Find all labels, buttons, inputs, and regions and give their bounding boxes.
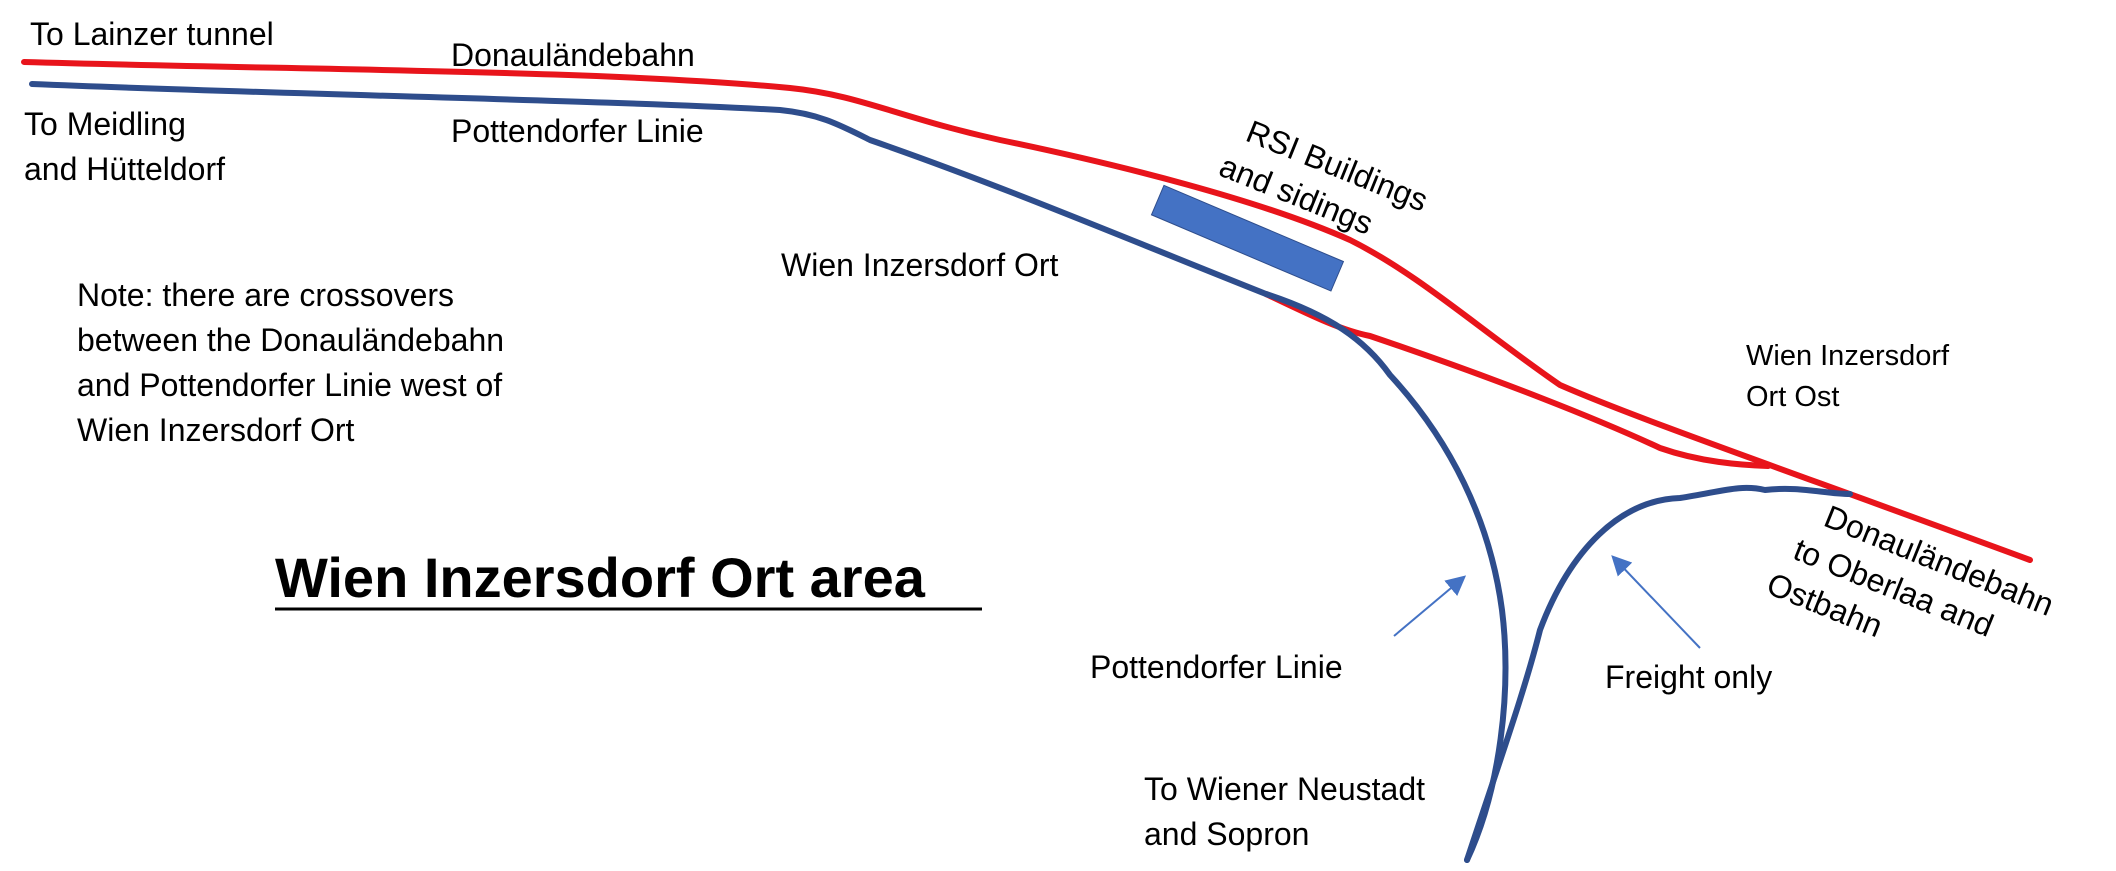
label-pottendorfer-bottom: Pottendorfer Linie bbox=[1090, 649, 1343, 685]
label-wien-inzersdorf-ort: Wien Inzersdorf Ort bbox=[781, 247, 1059, 283]
donaulaendebahn-line bbox=[21, 59, 2033, 563]
label-ort-ost-2: Ort Ost bbox=[1746, 381, 1839, 413]
label-to-lainzer: To Lainzer tunnel bbox=[30, 16, 274, 52]
donaulaendebahn-connector bbox=[1263, 291, 1771, 469]
page-title: Wien Inzersdorf Ort area bbox=[275, 546, 926, 609]
label-and-huetteldorf: and Hütteldorf bbox=[24, 151, 225, 187]
label-donaulaendebahn-top: Donauländebahn bbox=[451, 37, 695, 73]
label-pottendorfer-top: Pottendorfer Linie bbox=[451, 113, 704, 149]
label-ort-ost-1: Wien Inzersdorf bbox=[1746, 340, 1950, 372]
note-line-2: between the Donauländebahn bbox=[77, 322, 504, 358]
label-to-wiener-neustadt: To Wiener Neustadt bbox=[1144, 771, 1425, 807]
pottendorfer-south-branch bbox=[1263, 291, 1509, 863]
label-freight-only: Freight only bbox=[1605, 659, 1772, 695]
pottendorfer-line bbox=[29, 81, 1269, 297]
label-donau-east: Donauländebahn to Oberlaa and Ostbahn bbox=[1762, 498, 2059, 644]
note-line-1: Note: there are crossovers bbox=[77, 277, 454, 313]
arrow-freight bbox=[1611, 555, 1701, 649]
note-line-3: and Pottendorfer Linie west of bbox=[77, 367, 502, 403]
arrow-pottendorfer bbox=[1393, 575, 1467, 637]
note-line-4: Wien Inzersdorf Ort bbox=[77, 412, 355, 448]
label-to-meidling: To Meidling bbox=[24, 106, 186, 142]
label-and-sopron: and Sopron bbox=[1144, 816, 1309, 852]
freight-only-curve bbox=[1464, 484, 1853, 863]
rsi-buildings-block bbox=[1150, 184, 1345, 292]
